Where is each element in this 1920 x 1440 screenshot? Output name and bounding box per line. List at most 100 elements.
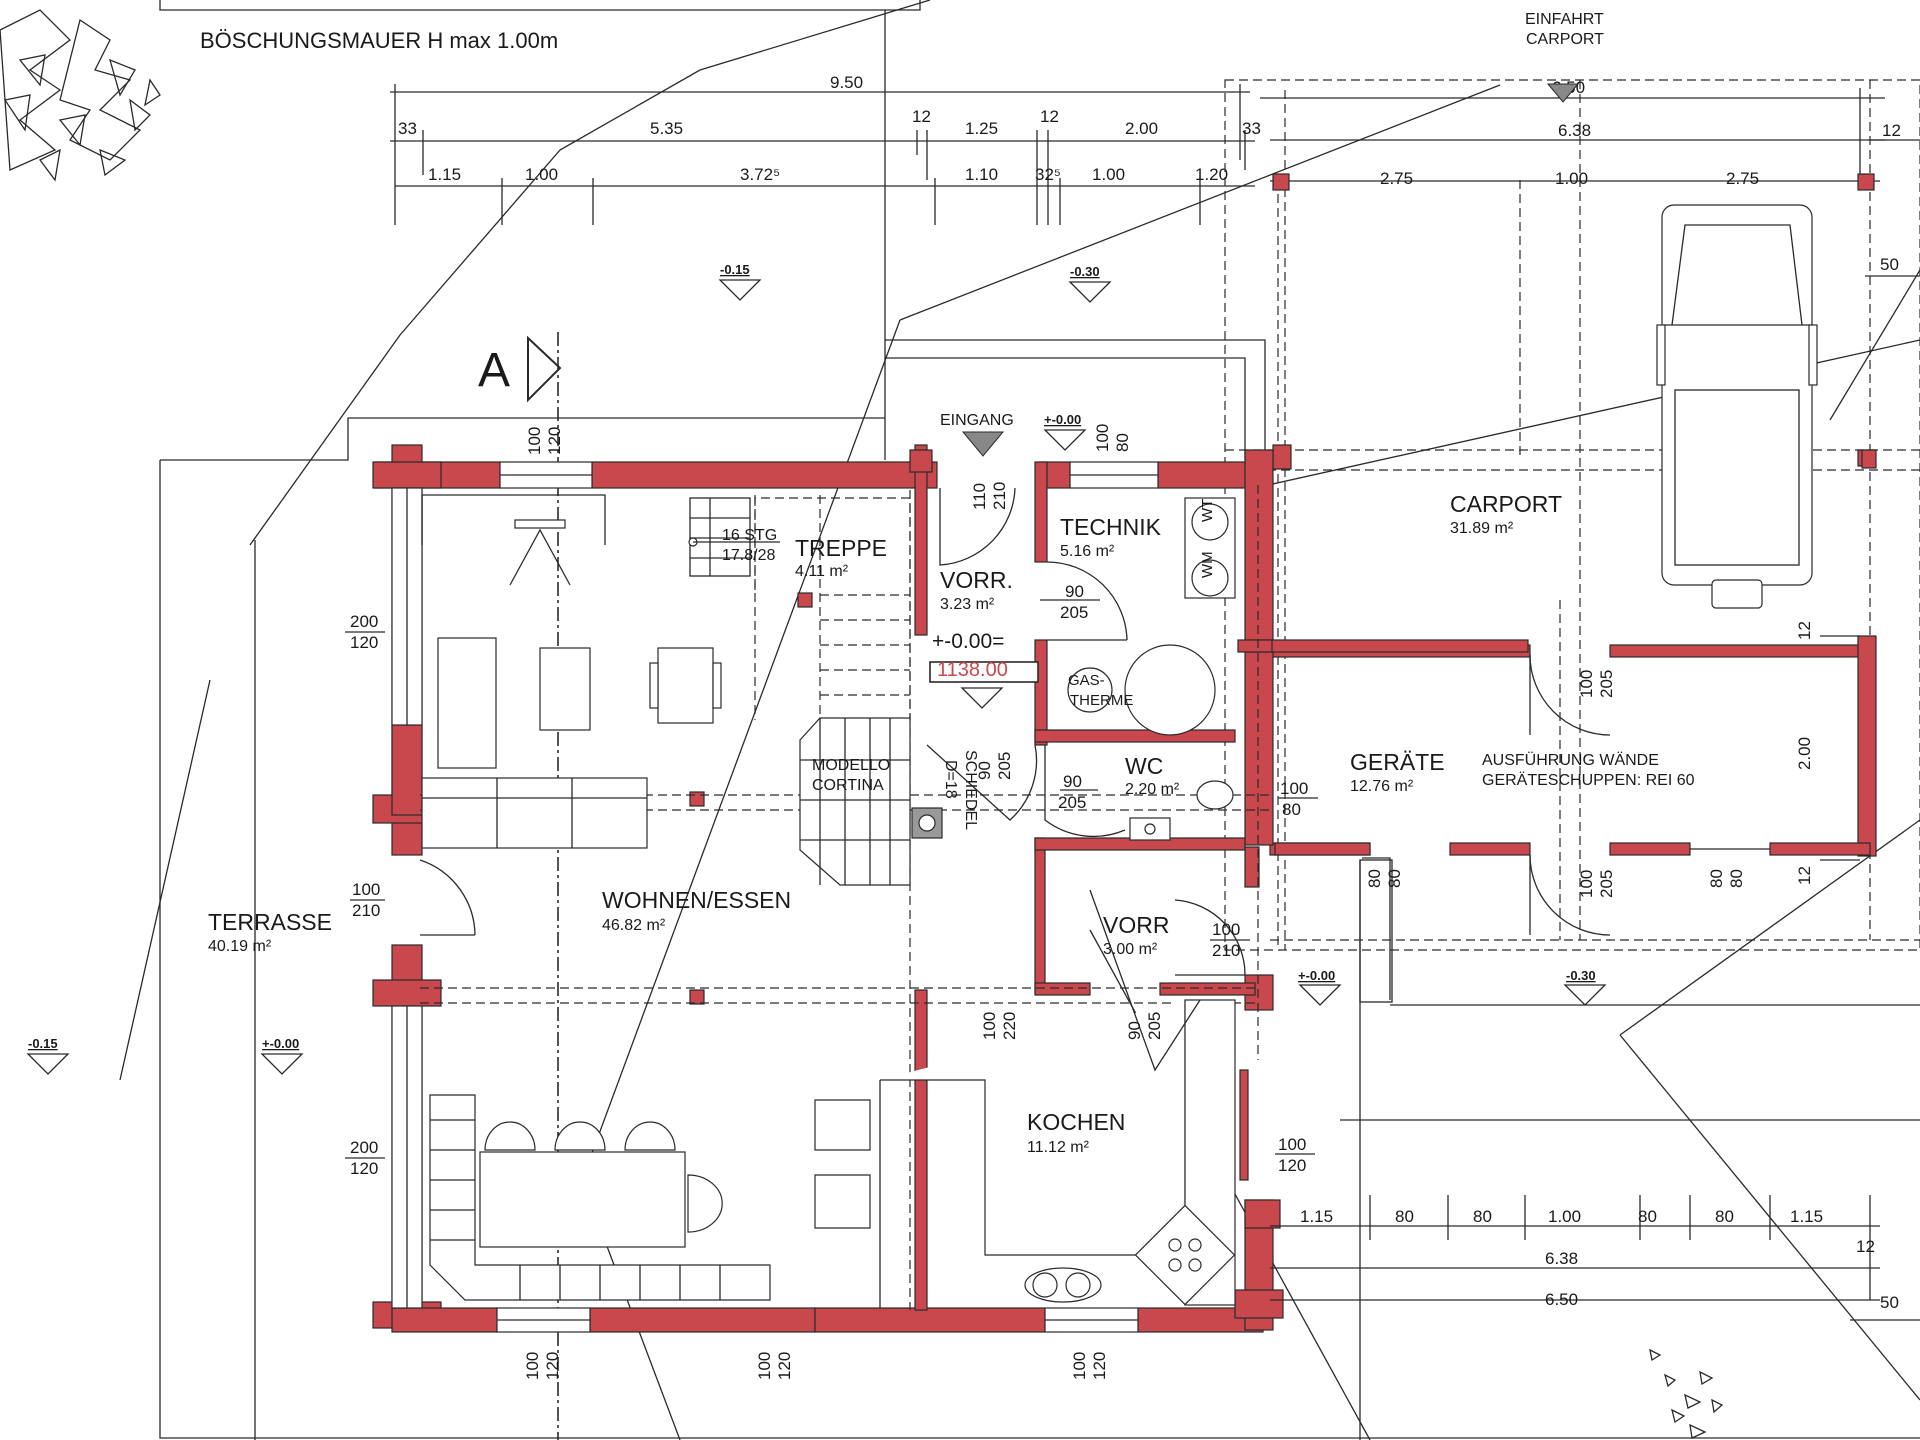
level-marker-6: +-0.00 (1298, 968, 1335, 983)
door-tech-w: 90 (1065, 582, 1084, 601)
dim-bottom-2: 80 (1473, 1207, 1492, 1226)
wall-note-2: GERÄTESCHUPPEN: REI 60 (1482, 771, 1695, 789)
level-label: +-0.00= (932, 630, 1004, 653)
window-ger2-h: 80 (1727, 869, 1746, 888)
door-vorr2-w: 100 (1212, 920, 1240, 939)
room-vorr-area: 3.23 m² (940, 596, 995, 613)
dim-bottom-inner: 6.38 (1545, 1249, 1578, 1268)
room-wc-area: 2.20 m² (1125, 781, 1180, 798)
level-marker-5: +-0.00 (262, 1036, 299, 1051)
window-bottom3-h: 120 (1090, 1352, 1109, 1380)
room-vorr2-name: VORR (1103, 912, 1169, 938)
room-geraete-area: 12.76 m² (1350, 778, 1414, 795)
window-left2-w: 200 (350, 1138, 378, 1157)
gastherme-label-2: THERME (1070, 692, 1133, 709)
dim-bottom-50: 50 (1880, 1293, 1899, 1312)
door-ger1-h: 205 (1597, 670, 1616, 698)
door-kitchen-h: 220 (1000, 1012, 1019, 1040)
window-bottom1-h: 120 (543, 1352, 562, 1380)
level-value: 1138.00 (937, 659, 1008, 681)
room-wohnen-name: WOHNEN/ESSEN (602, 887, 791, 913)
room-geraete-name: GERÄTE (1350, 749, 1445, 775)
dim-bottom-12: 12 (1856, 1237, 1875, 1256)
room-treppe-name: TREPPE (795, 535, 887, 561)
car-symbol (1656, 204, 1818, 609)
left-openings: 200 120 200 120 100 210 (345, 487, 476, 1309)
room-vorr2-area: 3.00 m² (1103, 941, 1158, 958)
dim-carport-side: 50 (1880, 255, 1899, 274)
window-top2-h: 80 (1113, 433, 1132, 452)
door-schied-w: 90 (975, 761, 994, 780)
room-wohnen-area: 46.82 m² (602, 917, 666, 934)
window-left1-w: 200 (350, 612, 378, 631)
kitchen-furniture (879, 999, 1236, 1308)
dim-bottom-5: 80 (1715, 1207, 1734, 1226)
dim-top2-2: 12 (912, 107, 931, 126)
door-kitchen-w: 100 (980, 1012, 999, 1040)
window-kitchen-h: 120 (1278, 1156, 1306, 1175)
level-marker-1: -0.15 (720, 262, 750, 277)
room-wc-name: WC (1125, 753, 1163, 779)
room-technik-name: TECHNIK (1060, 514, 1162, 540)
chimney: SCHIEDEL D=18 (911, 750, 979, 839)
dim-geraete-12b: 12 (1795, 866, 1814, 885)
level-marker-2: -0.30 (1070, 264, 1100, 279)
einfahrt-label-1: EINFAHRT (1525, 11, 1604, 28)
dim-carport-right: 12 (1882, 121, 1901, 140)
level-marker-3: +-0.00 (1044, 412, 1081, 427)
window-ger1-h: 80 (1385, 869, 1404, 888)
room-treppe-area: 4.11 m² (795, 563, 849, 580)
room-terrasse-name: TERRASSE (208, 909, 332, 935)
living-furniture (421, 494, 722, 849)
door-schied-h: 205 (995, 752, 1014, 780)
dim-bottom-1: 80 (1395, 1207, 1414, 1226)
window-left1-h: 120 (350, 633, 378, 652)
window-bottom1-w: 100 (523, 1352, 542, 1380)
bottom-openings: 100 120 100 120 100 120 (496, 1307, 1139, 1380)
door-vorr2b-h: 205 (1145, 1012, 1164, 1040)
top-dimension-chains: 9.50 33 5.35 12 1.25 12 2.00 33 1.15 1.0… (390, 73, 1261, 225)
window-bottom2-w: 100 (755, 1352, 774, 1380)
door-vorr2b-w: 90 (1125, 1021, 1144, 1040)
wall-note-1: AUSFÜHRUNG WÄNDE (1482, 751, 1659, 769)
entrance: EINGANG (929, 412, 1039, 683)
dim-bottom-3: 1.00 (1548, 1207, 1581, 1226)
window-ger1-w: 80 (1365, 869, 1384, 888)
window-top-h: 120 (545, 427, 564, 455)
interior-doors: 110 210 90 205 90 205 90 205 100 80 100 … (926, 482, 1746, 1175)
eingang-label: EINGANG (940, 412, 1014, 429)
utility-fixtures: WT WM GAS- THERME (1067, 497, 1236, 841)
room-labels: TECHNIK 5.16 m² VORR. 3.23 m² WC 2.20 m²… (208, 514, 1180, 1156)
section-marker-a: A (478, 332, 562, 1440)
dim-top3-3: 1.10 (965, 165, 998, 184)
dim-top3-4: 32⁵ (1035, 165, 1061, 184)
window-left2-h: 120 (350, 1159, 378, 1178)
dim-carport-split-2: 1.00 (1555, 169, 1588, 188)
room-kochen-name: KOCHEN (1027, 1109, 1125, 1135)
dim-top2-1: 5.35 (650, 119, 683, 138)
top-windows: 100 120 100 80 (499, 424, 1159, 489)
window-kitchen-w: 100 (1278, 1135, 1306, 1154)
room-vorr-name: VORR. (940, 567, 1013, 593)
dim-top3-1: 1.00 (525, 165, 558, 184)
door-entry-w: 110 (970, 483, 989, 510)
dim-top3-2: 3.72⁵ (740, 165, 780, 184)
window-bottom2-h: 120 (775, 1352, 794, 1380)
staircase: 16 STG 17.8/28 TREPPE 4.11 m² MODELLO CO… (688, 497, 911, 886)
dim-top3-5: 1.00 (1092, 165, 1125, 184)
dim-carport-inner: 6.38 (1558, 121, 1591, 140)
stair-steps: 16 STG (722, 527, 777, 544)
floor-level-box: +-0.00= 1138.00 (932, 630, 1008, 709)
dim-bottom-6: 1.15 (1790, 1207, 1823, 1226)
dim-bottom-total: 6.50 (1545, 1290, 1578, 1309)
dim-top3-0: 1.15 (428, 165, 461, 184)
room-terrasse-area: 40.19 m² (208, 938, 272, 955)
bottom-dimension-chains: 1.15 80 80 1.00 80 80 1.15 6.38 6.50 12 … (1270, 1195, 1920, 1321)
door-wc-w: 90 (1063, 772, 1082, 791)
gastherme-label-1: GAS- (1068, 672, 1105, 689)
dim-carport-split-3: 2.75 (1726, 169, 1759, 188)
dim-top3-6: 1.20 (1195, 165, 1228, 184)
dim-carport-split-1: 2.75 (1380, 169, 1413, 188)
dim-top2-0: 33 (398, 119, 417, 138)
dim-top2-5: 2.00 (1125, 119, 1158, 138)
